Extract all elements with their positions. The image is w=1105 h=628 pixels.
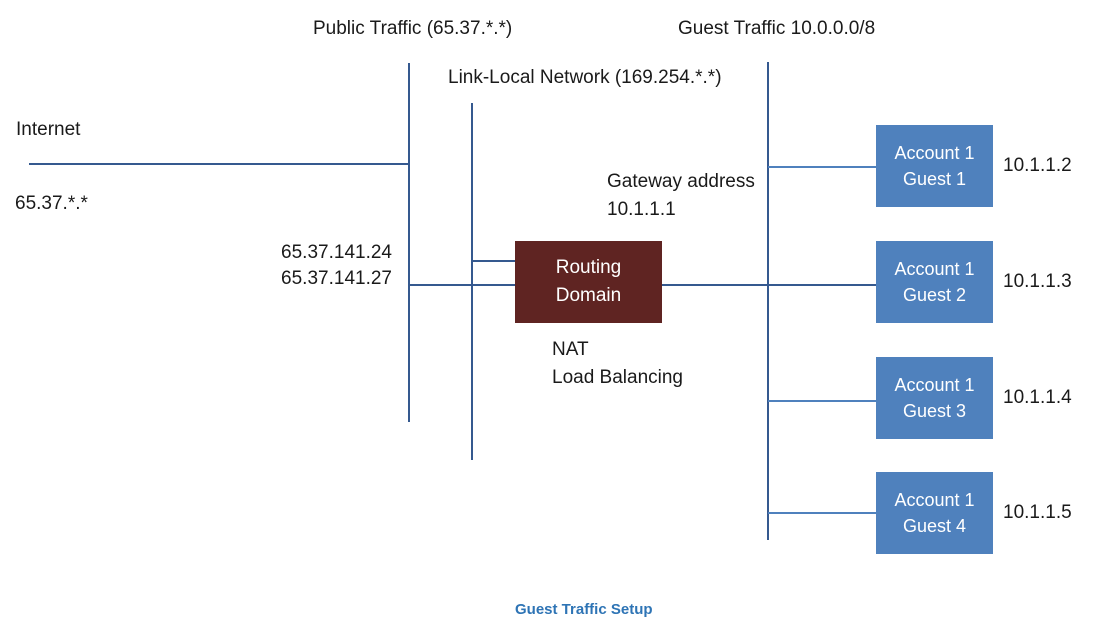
guest1-name-label: Guest 1: [902, 169, 967, 189]
public-traffic-label: Public Traffic (65.37.*.*): [313, 18, 513, 39]
guest3-ip-label: 10.1.1.4: [1003, 387, 1072, 408]
internet-line: [29, 163, 409, 165]
public-ip-2-label: 65.37.141.27: [281, 268, 392, 289]
guest2-name-label: Guest 2: [902, 285, 967, 305]
link-local-bus-line: [471, 103, 473, 460]
link-local-label: Link-Local Network (169.254.*.*): [448, 67, 722, 88]
guest3-name-label: Guest 3: [902, 401, 967, 421]
link-local-to-router-line: [472, 260, 515, 262]
public-traffic-bus-line: [408, 63, 410, 422]
guest-traffic-label: Guest Traffic 10.0.0.0/8: [678, 18, 876, 39]
guest1-ip-label: 10.1.1.2: [1003, 155, 1072, 176]
router-to-guest-bus-line: [662, 284, 876, 286]
guest-traffic-bus-line: [767, 62, 769, 540]
guest3-box: Account 1 Guest 3: [876, 357, 993, 439]
guest4-name-label: Guest 4: [902, 516, 967, 536]
gateway-label-line2: 10.1.1.1: [607, 199, 676, 220]
routing-domain-line2: Domain: [555, 285, 622, 306]
guest2-ip-label: 10.1.1.3: [1003, 271, 1072, 292]
public-to-router-line: [409, 284, 515, 286]
routing-domain-box: Routing Domain: [515, 241, 662, 323]
guest2-account-label: Account 1: [894, 259, 975, 279]
guest4-account-label: Account 1: [894, 490, 975, 510]
guest4-box: Account 1 Guest 4: [876, 472, 993, 554]
nat-label-group: NAT Load Balancing: [552, 336, 683, 392]
routing-domain-line1: Routing: [555, 257, 622, 278]
guest4-connector-line: [768, 512, 876, 514]
diagram-caption: Guest Traffic Setup: [515, 601, 653, 618]
guest1-connector-line: [768, 166, 876, 168]
guest1-account-label: Account 1: [894, 143, 975, 163]
nat-label: NAT: [552, 339, 589, 360]
guest3-connector-line: [768, 400, 876, 402]
gateway-label: Gateway address 10.1.1.1: [607, 168, 755, 224]
guest2-box: Account 1 Guest 2: [876, 241, 993, 323]
load-balancing-label: Load Balancing: [552, 367, 683, 388]
guest3-account-label: Account 1: [894, 375, 975, 395]
gateway-label-line1: Gateway address: [607, 171, 755, 192]
guest4-ip-label: 10.1.1.5: [1003, 502, 1072, 523]
public-range-label: 65.37.*.*: [15, 193, 88, 214]
public-ip-1-label: 65.37.141.24: [281, 242, 392, 263]
internet-label: Internet: [16, 119, 81, 140]
guest1-box: Account 1 Guest 1: [876, 125, 993, 207]
